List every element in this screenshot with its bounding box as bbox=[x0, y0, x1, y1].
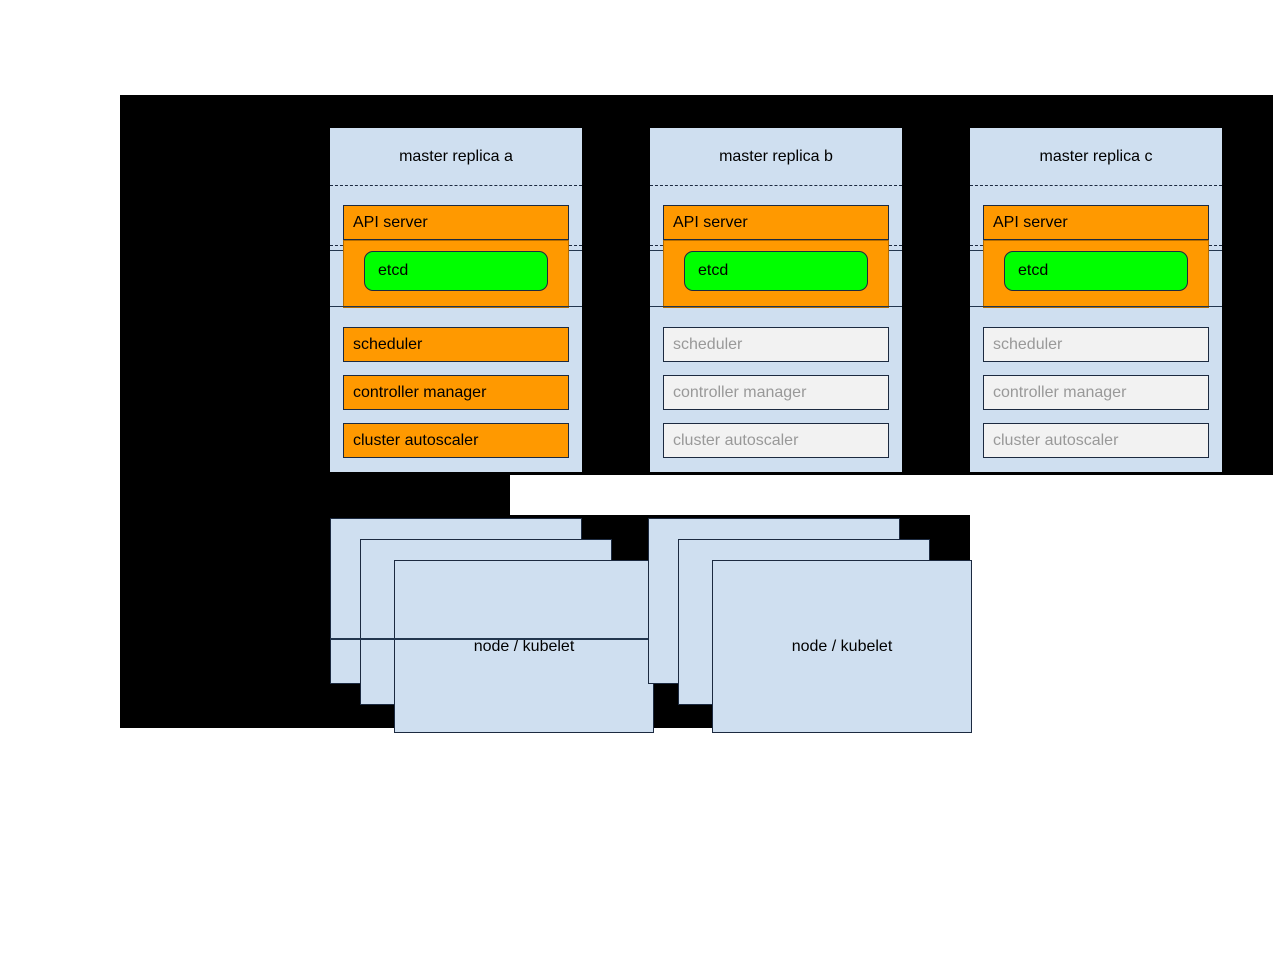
replica-c-scheduler[interactable]: scheduler bbox=[983, 327, 1209, 362]
replica-a-etcd-container: etcd bbox=[343, 240, 569, 308]
node-card-front[interactable]: node / kubelet bbox=[712, 560, 972, 733]
master-replica-b-title: master replica b bbox=[719, 148, 833, 165]
replica-c-etcd-band-bottom bbox=[970, 306, 1222, 307]
replica-a-etcd-band-bottom bbox=[330, 306, 582, 307]
node-card-front[interactable]: node / kubelet bbox=[394, 560, 654, 733]
master-replica-c-title: master replica c bbox=[1039, 148, 1153, 165]
replica-b-divider-top bbox=[650, 185, 902, 186]
node-band-divider bbox=[330, 638, 712, 640]
replica-b-etcd-band-bottom bbox=[650, 306, 902, 307]
replica-a-divider-top bbox=[330, 185, 582, 186]
replica-c-cluster-autoscaler[interactable]: cluster autoscaler bbox=[983, 423, 1209, 458]
replica-b-cluster-autoscaler[interactable]: cluster autoscaler bbox=[663, 423, 889, 458]
backdrop-region-left bbox=[120, 475, 510, 515]
replica-a-etcd[interactable]: etcd bbox=[364, 251, 548, 291]
replica-a-cluster-autoscaler[interactable]: cluster autoscaler bbox=[343, 423, 569, 458]
master-replica-a-title: master replica a bbox=[399, 148, 513, 165]
replica-b-etcd-container: etcd bbox=[663, 240, 889, 308]
replica-c-api-server[interactable]: API server bbox=[983, 205, 1209, 240]
replica-b-api-server[interactable]: API server bbox=[663, 205, 889, 240]
replica-c-controller-manager[interactable]: controller manager bbox=[983, 375, 1209, 410]
replica-b-scheduler[interactable]: scheduler bbox=[663, 327, 889, 362]
replica-a-api-server[interactable]: API server bbox=[343, 205, 569, 240]
replica-a-controller-manager[interactable]: controller manager bbox=[343, 375, 569, 410]
replica-c-etcd[interactable]: etcd bbox=[1004, 251, 1188, 291]
replica-b-etcd[interactable]: etcd bbox=[684, 251, 868, 291]
master-replica-a-panel[interactable]: master replica a API server etcd schedul… bbox=[330, 128, 582, 472]
replica-a-scheduler[interactable]: scheduler bbox=[343, 327, 569, 362]
replica-c-divider-top bbox=[970, 185, 1222, 186]
replica-c-etcd-container: etcd bbox=[983, 240, 1209, 308]
replica-b-controller-manager[interactable]: controller manager bbox=[663, 375, 889, 410]
node-group-2-label: node / kubelet bbox=[791, 637, 893, 655]
node-group-1-label: node / kubelet bbox=[473, 637, 575, 655]
master-replica-c-panel[interactable]: master replica c API server etcd schedul… bbox=[970, 128, 1222, 472]
master-replica-b-panel[interactable]: master replica b API server etcd schedul… bbox=[650, 128, 902, 472]
